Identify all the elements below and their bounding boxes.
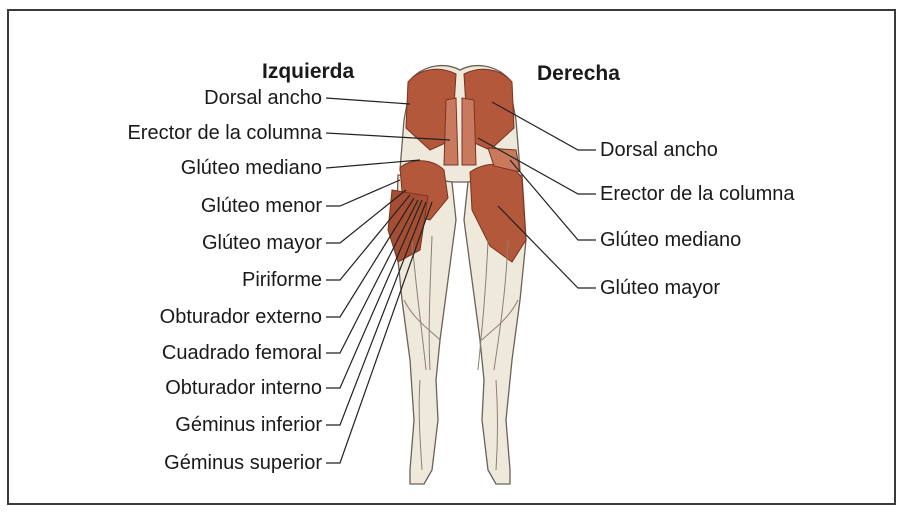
label-right-gluteo-mayor: Glúteo mayor xyxy=(600,276,720,300)
label-left-erector-columna: Erector de la columna xyxy=(127,121,322,145)
label-left-gluteo-menor: Glúteo menor xyxy=(201,194,322,218)
label-left-gluteo-mayor: Glúteo mayor xyxy=(202,231,322,255)
label-left-obturador-interno: Obturador interno xyxy=(165,376,322,400)
heading-left: Izquierda xyxy=(262,60,354,84)
label-right-erector-columna: Erector de la columna xyxy=(600,182,795,206)
label-left-cuadrado-femoral: Cuadrado femoral xyxy=(162,341,322,365)
label-left-obturador-externo: Obturador externo xyxy=(160,305,322,329)
label-left-dorsal-ancho: Dorsal ancho xyxy=(204,86,322,110)
label-right-gluteo-mediano: Glúteo mediano xyxy=(600,228,741,252)
label-left-gluteo-mediano: Glúteo mediano xyxy=(181,156,322,180)
label-left-geminus-inferior: Géminus inferior xyxy=(175,413,322,437)
heading-right: Derecha xyxy=(537,62,620,86)
label-left-piriforme: Piriforme xyxy=(242,268,322,292)
label-left-geminus-superior: Géminus superior xyxy=(164,451,322,475)
label-right-dorsal-ancho: Dorsal ancho xyxy=(600,138,718,162)
